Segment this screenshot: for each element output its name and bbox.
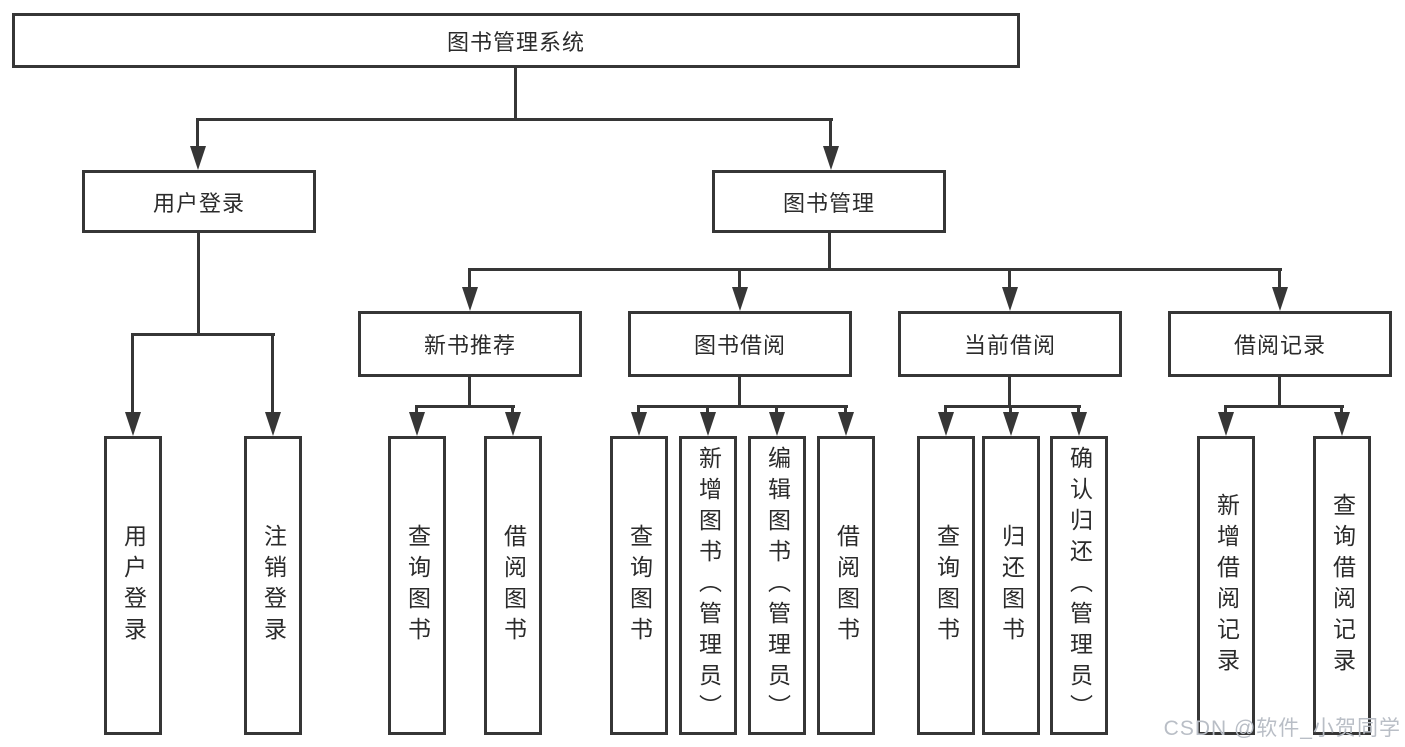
borrowing-records-label: 借阅记录 xyxy=(1233,333,1326,358)
arrowhead-br-1 xyxy=(1218,412,1234,436)
connector-user-login-stem xyxy=(197,233,200,335)
leaf-br-add-record-label: 新增借阅记录 xyxy=(1213,492,1240,679)
arrowhead-nbr-1 xyxy=(409,412,425,436)
user-login-branch-label: 用户登录 xyxy=(152,190,245,216)
connector-nbr-stem xyxy=(468,377,471,408)
connector-drop-new-book xyxy=(468,268,471,292)
connector-bb-splitter xyxy=(637,405,848,408)
arrowhead-current-borrow xyxy=(1002,287,1018,311)
connector-drop-logout-leaf xyxy=(271,333,274,415)
leaf-logout: 注销登录 xyxy=(244,436,302,735)
leaf-cb-return-books-label: 归还图书 xyxy=(998,523,1025,648)
connector-root-splitter xyxy=(196,118,833,121)
arrowhead-cb-1 xyxy=(938,412,954,436)
connector-nbr-splitter xyxy=(415,405,515,408)
leaf-bb-query-books: 查询图书 xyxy=(610,436,668,735)
leaf-nbr-query-books: 查询图书 xyxy=(388,436,446,735)
arrowhead-new-book xyxy=(462,287,478,311)
connector-drop-bb-3 xyxy=(775,405,778,415)
connector-drop-cb-3 xyxy=(1077,405,1080,415)
connector-cb-stem xyxy=(1008,377,1011,408)
leaf-cb-query-books-label: 查询图书 xyxy=(933,523,960,648)
leaf-cb-query-books: 查询图书 xyxy=(917,436,975,735)
arrowhead-book-borrow xyxy=(732,287,748,311)
leaf-nbr-borrow-books: 借阅图书 xyxy=(484,436,542,735)
root-label: 图书管理系统 xyxy=(446,29,585,55)
connector-drop-user-login xyxy=(196,118,199,148)
book-management-label: 图书管理 xyxy=(782,190,875,216)
arrowhead-nbr-2 xyxy=(505,412,521,436)
connector-drop-nbr-2 xyxy=(511,405,514,415)
leaf-cb-confirm-return-admin: 确认归还（管理员） xyxy=(1050,436,1108,735)
leaf-br-add-record: 新增借阅记录 xyxy=(1197,436,1255,735)
arrowhead-borrow-records xyxy=(1272,287,1288,311)
leaf-bb-borrow-books-label: 借阅图书 xyxy=(833,523,860,648)
leaf-bb-edit-books-admin-label: 编辑图书（管理员） xyxy=(764,446,791,725)
arrowhead-bb-3 xyxy=(769,412,785,436)
connector-drop-login-leaf xyxy=(131,333,134,415)
node-book-management: 图书管理 xyxy=(712,170,946,233)
leaf-br-query-record: 查询借阅记录 xyxy=(1313,436,1371,735)
arrowhead-bb-1 xyxy=(631,412,647,436)
leaf-bb-add-books-admin: 新增图书（管理员） xyxy=(679,436,737,735)
arrowhead-user-login xyxy=(190,146,206,170)
connector-drop-book-mgmt xyxy=(829,118,832,148)
arrowhead-bb-2 xyxy=(700,412,716,436)
node-book-borrowing: 图书借阅 xyxy=(628,311,852,377)
leaf-bb-query-books-label: 查询图书 xyxy=(626,523,653,648)
leaf-cb-return-books: 归还图书 xyxy=(982,436,1040,735)
connector-drop-current-borrow xyxy=(1008,268,1011,292)
connector-drop-bb-4 xyxy=(844,405,847,415)
node-new-book-recommend: 新书推荐 xyxy=(358,311,582,377)
arrowhead-cb-2 xyxy=(1003,412,1019,436)
node-current-borrowing: 当前借阅 xyxy=(898,311,1122,377)
book-borrowing-label: 图书借阅 xyxy=(693,333,786,358)
leaf-user-login-label: 用户登录 xyxy=(120,523,147,648)
leaf-bb-edit-books-admin: 编辑图书（管理员） xyxy=(748,436,806,735)
arrowhead-login-leaf xyxy=(125,412,141,436)
node-root: 用户登录 图书管理系统 xyxy=(12,13,1020,68)
connector-drop-borrow-records xyxy=(1278,268,1281,292)
arrowhead-br-2 xyxy=(1334,412,1350,436)
connector-bb-stem xyxy=(738,377,741,408)
connector-drop-bb-2 xyxy=(706,405,709,415)
current-borrowing-label: 当前借阅 xyxy=(963,333,1056,358)
connector-br-stem xyxy=(1278,377,1281,408)
watermark: CSDN @软件_小贺同学 xyxy=(1163,717,1401,740)
node-user-login-branch: 用户登录 xyxy=(82,170,316,233)
connector-drop-bb-1 xyxy=(637,405,640,415)
leaf-bb-add-books-admin-label: 新增图书（管理员） xyxy=(695,446,722,725)
arrowhead-bb-4 xyxy=(838,412,854,436)
connector-drop-br-2 xyxy=(1340,405,1343,415)
leaf-br-query-record-label: 查询借阅记录 xyxy=(1329,492,1356,679)
leaf-nbr-query-books-label: 查询图书 xyxy=(404,523,431,648)
connector-drop-cb-1 xyxy=(944,405,947,415)
new-book-recommend-label: 新书推荐 xyxy=(423,333,516,358)
connector-drop-book-borrow xyxy=(738,268,741,292)
arrowhead-cb-3 xyxy=(1071,412,1087,436)
connector-cb-splitter xyxy=(944,405,1081,408)
connector-drop-br-1 xyxy=(1224,405,1227,415)
leaf-nbr-borrow-books-label: 借阅图书 xyxy=(500,523,527,648)
leaf-bb-borrow-books: 借阅图书 xyxy=(817,436,875,735)
connector-drop-nbr-1 xyxy=(415,405,418,415)
leaf-cb-confirm-return-admin-label: 确认归还（管理员） xyxy=(1066,446,1093,725)
leaf-user-login: 用户登录 xyxy=(104,436,162,735)
connector-user-login-splitter xyxy=(131,333,275,336)
node-borrowing-records: 借阅记录 xyxy=(1168,311,1392,377)
connector-book-mgmt-splitter xyxy=(468,268,1282,271)
connector-br-splitter xyxy=(1224,405,1344,408)
connector-drop-cb-2 xyxy=(1009,405,1012,415)
connector-root-stem xyxy=(514,68,517,120)
leaf-logout-label: 注销登录 xyxy=(260,523,287,648)
arrowhead-book-mgmt xyxy=(823,146,839,170)
connector-book-mgmt-stem xyxy=(828,233,831,270)
arrowhead-logout-leaf xyxy=(265,412,281,436)
